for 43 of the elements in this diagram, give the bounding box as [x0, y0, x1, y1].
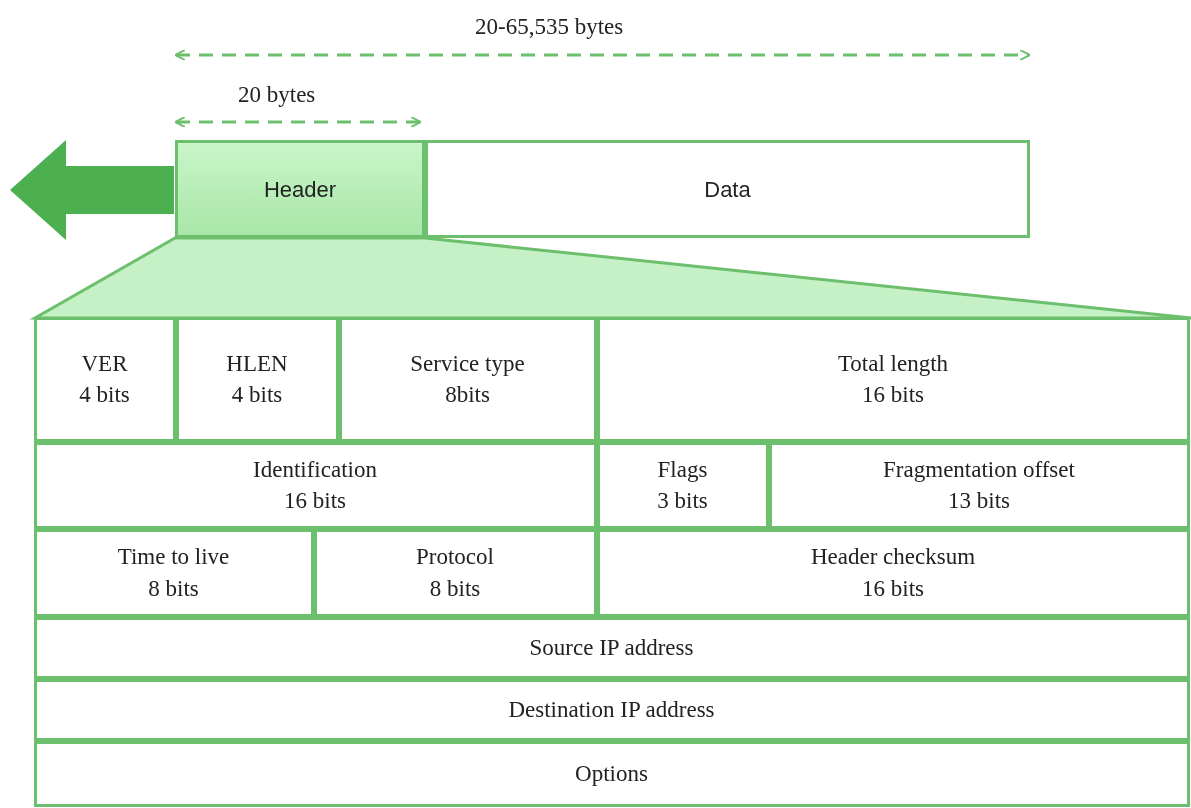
field-cell — [175, 316, 339, 442]
header-box — [175, 140, 425, 238]
field-cell — [313, 528, 597, 617]
field-size: 8 bits — [148, 574, 199, 603]
field-size: 4 bits — [231, 381, 283, 409]
field-name: HLEN — [226, 349, 288, 378]
dimension-label: 20 bytes — [238, 81, 316, 109]
field-name: Identification — [253, 455, 377, 484]
field-name: Source IP address — [529, 633, 694, 662]
field-cell — [33, 316, 176, 442]
field-cell — [33, 678, 1190, 741]
field-cell — [33, 740, 1190, 807]
field-name: Header checksum — [810, 543, 976, 572]
field-cell — [33, 616, 1190, 679]
field-cell — [596, 316, 1190, 442]
field-name: Time to live — [117, 543, 230, 572]
expansion-shape — [29, 236, 1191, 320]
field-cell — [596, 441, 769, 529]
field-name: Destination IP address — [508, 695, 715, 724]
field-size: 16 bits — [284, 487, 346, 515]
field-size: 8 bits — [429, 574, 481, 603]
dimension-label: 20-65,535 bytes — [475, 13, 624, 41]
field-size: 3 bits — [657, 487, 708, 515]
field-name: Options — [575, 759, 648, 788]
field-name: Data — [704, 175, 751, 204]
data-box — [425, 140, 1030, 238]
field-name: Total length — [837, 349, 949, 378]
field-size: 4 bits — [79, 381, 130, 409]
field-cell — [33, 441, 597, 529]
field-size: 16 bits — [862, 574, 924, 603]
field-cell — [33, 528, 314, 617]
field-name: VER — [81, 349, 128, 378]
field-name: Fragmentation offset — [883, 455, 1075, 484]
field-name: Header — [263, 175, 337, 204]
field-size: 13 bits — [948, 487, 1010, 515]
field-cell — [596, 528, 1190, 617]
field-name: Flags — [657, 455, 708, 484]
field-cell — [768, 441, 1190, 529]
field-cell — [338, 316, 597, 442]
field-size: 8bits — [445, 381, 490, 409]
field-name: Service type — [410, 349, 525, 378]
field-size: 16 bits — [862, 381, 924, 409]
field-name: Protocol — [416, 543, 494, 572]
